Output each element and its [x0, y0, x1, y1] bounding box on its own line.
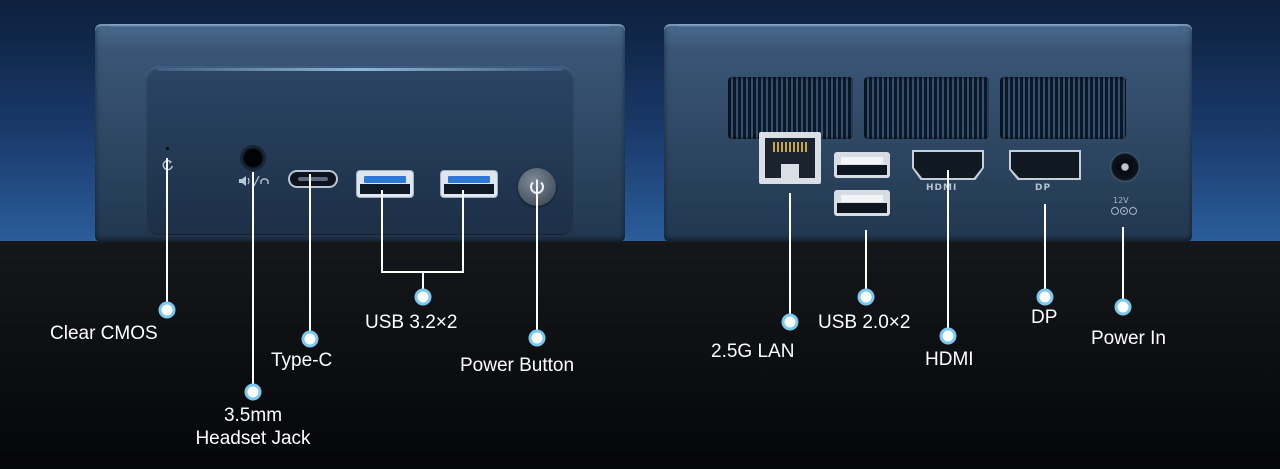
label-headset-jack-line2: Headset Jack [195, 428, 311, 449]
usb-3-2-port-2[interactable] [441, 171, 497, 197]
dp-port[interactable] [1011, 152, 1079, 178]
callout-dot-power-in [1114, 298, 1132, 316]
hdmi-port-mark: HDMI [926, 183, 958, 193]
callout-dot-power-button [528, 329, 546, 347]
label-type-c: Type-C [271, 350, 333, 371]
usb-2-0-port-2[interactable] [834, 190, 890, 216]
dp-port-mark: DP [1035, 183, 1052, 193]
vent-grille-left [728, 77, 853, 139]
callout-dot-usb20 [857, 288, 875, 306]
label-hdmi: HDMI [925, 349, 974, 370]
usb-3-2-port-1[interactable] [357, 171, 413, 197]
callout-dot-headset [244, 383, 262, 401]
usb-cavity [360, 184, 410, 194]
usb-tongue [364, 176, 406, 183]
usb-2-0-port-1[interactable] [834, 152, 890, 178]
label-headset-jack-line1: 3.5mm [223, 405, 283, 426]
lan-port[interactable] [759, 132, 821, 184]
top-edge-highlight [109, 24, 611, 28]
dc-power-in-port[interactable] [1110, 152, 1140, 182]
dc-rating-mark: 12V [1113, 196, 1129, 205]
lan-port-notch [781, 164, 799, 178]
usb-tongue [448, 176, 490, 183]
usb-cavity [444, 184, 494, 194]
label-dp: DP [1031, 307, 1058, 328]
top-edge-highlight [678, 24, 1178, 28]
clear-cmos-pinhole[interactable] [166, 147, 169, 150]
dc-polarity-icon [1111, 207, 1137, 215]
type-c-tongue [298, 177, 328, 181]
usb-tongue [841, 195, 883, 202]
headset-jack[interactable] [240, 145, 266, 171]
lan-port-pins [773, 142, 807, 152]
reset-arrow-icon [162, 159, 173, 171]
background-floor [0, 241, 1280, 469]
vent-grille-middle [864, 77, 989, 139]
label-power-in: Power In [1091, 328, 1166, 349]
label-usb20: USB 2.0×2 [818, 312, 911, 333]
label-power-button: Power Button [460, 355, 575, 376]
callout-dot-usb32 [414, 288, 432, 306]
speaker-headset-icon [239, 175, 269, 187]
callout-bracket-usb32 [381, 190, 464, 273]
vent-grille-right [1000, 77, 1126, 139]
usb-cavity [837, 203, 887, 213]
label-clear-cmos: Clear CMOS [50, 323, 158, 344]
mini-pc-rear: HDMI DP 12V [664, 24, 1192, 242]
callout-dot-lan [781, 313, 799, 331]
panel-glow [157, 68, 563, 71]
callout-dot-type-c [301, 330, 319, 348]
callout-dot-hdmi [939, 327, 957, 345]
label-lan: 2.5G LAN [711, 341, 795, 362]
label-headset-jack: 3.5mm Headset Jack [168, 404, 338, 450]
label-usb32: USB 3.2×2 [365, 312, 458, 333]
callout-dot-clear-cmos [158, 301, 176, 319]
type-c-port[interactable] [290, 172, 336, 186]
callout-dot-dp [1036, 288, 1054, 306]
usb-cavity [837, 165, 887, 175]
front-panel [145, 66, 575, 234]
usb-tongue [841, 157, 883, 164]
